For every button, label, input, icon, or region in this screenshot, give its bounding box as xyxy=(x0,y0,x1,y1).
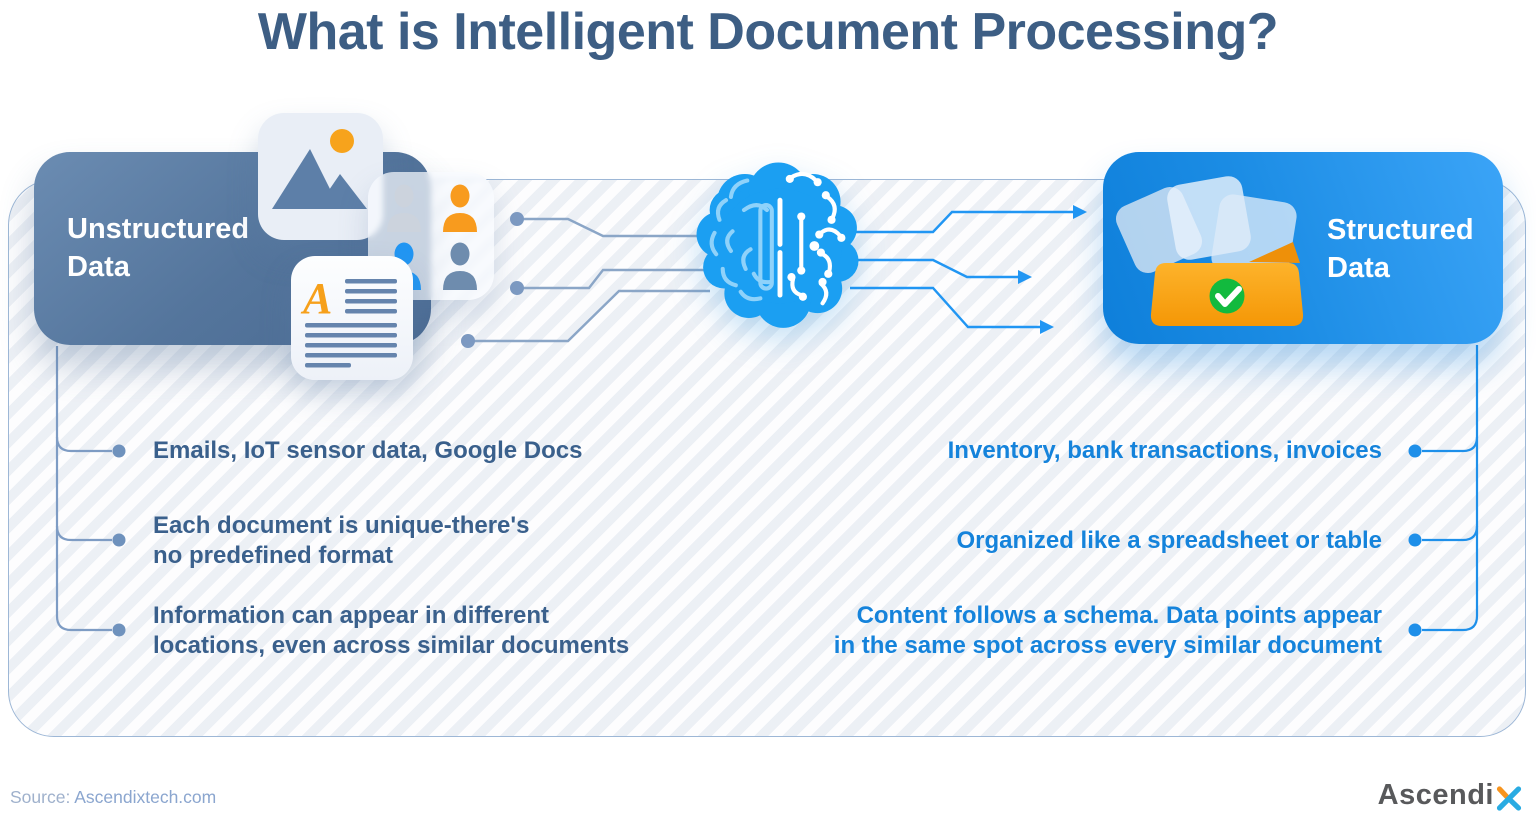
structured-bullet-3: Content follows a schema. Data points ap… xyxy=(833,602,1382,659)
structured-bullet-2: Organized like a spreadsheet or table xyxy=(956,527,1382,554)
brand-logo: Ascendi xyxy=(1378,779,1522,812)
ai-brain-icon xyxy=(696,162,859,328)
arrow-heads xyxy=(1018,205,1087,334)
source-value: Ascendixtech.com xyxy=(74,787,217,807)
mountain-icon xyxy=(316,174,367,209)
right-bullet-connector xyxy=(1422,345,1479,632)
brand-x-icon xyxy=(1496,785,1522,811)
page-title: What is Intelligent Document Processing? xyxy=(257,3,1279,61)
photo-image-icon xyxy=(258,113,383,240)
brand-text: Ascendi xyxy=(1377,779,1494,811)
check-circle xyxy=(1209,278,1245,314)
unstructured-data-label: Unstructured Data xyxy=(67,212,250,283)
right-bullet-dots xyxy=(1408,444,1422,637)
folder-fold xyxy=(1249,242,1300,263)
user-slate-icon xyxy=(443,242,477,290)
sun-icon xyxy=(330,129,354,153)
source-note: Source: Ascendixtech.com xyxy=(10,787,216,808)
folder-check-icon xyxy=(1115,176,1304,326)
left-bullet-connector xyxy=(55,346,112,632)
unstructured-bullet-2: Each document is unique-there's no prede… xyxy=(153,512,530,569)
left-bullet-dots xyxy=(112,444,126,637)
structured-data-box: Structured Data xyxy=(1103,152,1503,344)
letter-a-icon: A xyxy=(300,274,332,323)
brain-body xyxy=(696,162,859,328)
left-to-brain-lines xyxy=(468,217,710,343)
text-document-icon: A xyxy=(291,256,413,380)
structured-data-label: Structured Data xyxy=(1327,214,1474,284)
left-line-dots xyxy=(461,212,524,348)
text-lines xyxy=(305,279,397,368)
mountain-icon xyxy=(272,149,340,209)
source-label: Source: xyxy=(10,787,71,807)
structured-bullet-1: Inventory, bank transactions, invoices xyxy=(947,437,1382,464)
unstructured-bullet-3: Information can appear in different loca… xyxy=(153,602,630,659)
user-orange-icon xyxy=(443,184,477,232)
brain-to-right-arrows xyxy=(850,210,1074,329)
unstructured-bullet-1: Emails, IoT sensor data, Google Docs xyxy=(153,437,583,464)
brain-folds xyxy=(709,178,774,302)
brain-circuit-dots xyxy=(785,174,846,301)
user-gray-icon xyxy=(387,184,421,232)
check-icon xyxy=(1215,286,1242,307)
